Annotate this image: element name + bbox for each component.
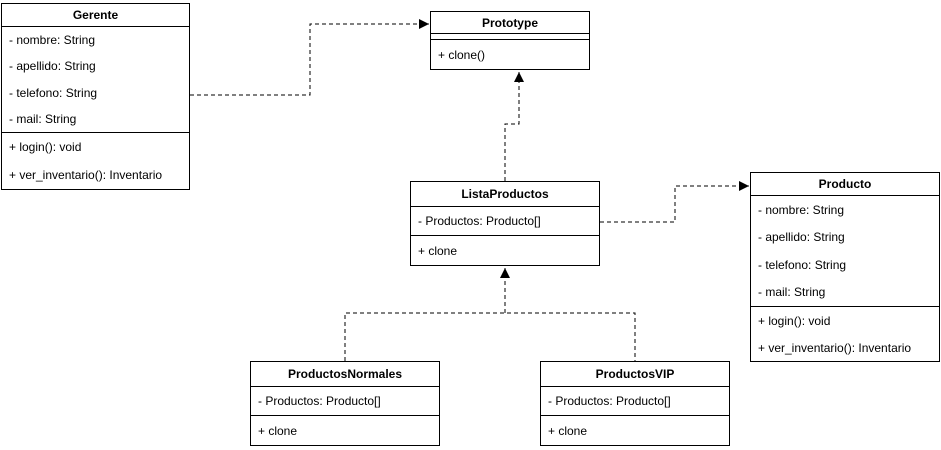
method-row: + clone <box>258 423 298 438</box>
class-producto[interactable]: Producto - nombre: String - apellido: St… <box>750 172 940 362</box>
attributes-section: - Productos: Producto[] <box>411 207 599 236</box>
dependency-gerente-to-prototype <box>190 19 429 96</box>
class-listaproductos[interactable]: ListaProductos - Productos: Producto[] +… <box>410 181 600 266</box>
attribute-row: - telefono: String <box>758 257 847 272</box>
methods-section: + clone <box>541 416 729 445</box>
attribute-row: - Productos: Producto[] <box>418 214 541 228</box>
attributes-section: - nombre: String - apellido: String - te… <box>751 196 939 307</box>
dependency-listaproductos-to-prototype <box>504 72 524 181</box>
attributes-section: - Productos: Producto[] <box>541 387 729 416</box>
class-title: Gerente <box>2 4 189 27</box>
attribute-row: - mail: String <box>758 285 826 300</box>
method-row: + ver_inventario(): Inventario <box>758 340 912 355</box>
method-row: + login(): void <box>9 140 82 154</box>
method-row: + clone <box>548 423 588 438</box>
class-title: Prototype <box>431 12 589 34</box>
attribute-row: - mail: String <box>9 111 77 126</box>
methods-section: + login(): void + ver_inventario(): Inve… <box>2 133 189 189</box>
method-row: + ver_inventario(): Inventario <box>9 168 163 182</box>
class-prototype[interactable]: Prototype + clone() <box>430 11 590 70</box>
class-title: ProductosNormales <box>251 362 439 387</box>
class-productosvip[interactable]: ProductosVIP - Productos: Producto[] + c… <box>540 361 730 446</box>
attribute-row: - apellido: String <box>758 230 845 245</box>
attribute-row: - apellido: String <box>9 59 96 74</box>
attribute-row: - Productos: Producto[] <box>548 394 671 408</box>
methods-section: + login(): void + ver_inventario(): Inve… <box>751 307 939 361</box>
class-title: ListaProductos <box>411 182 599 207</box>
attribute-row: - nombre: String <box>758 202 845 217</box>
method-row: + login(): void <box>758 313 831 328</box>
dependency-listaproductos-to-producto <box>600 181 749 223</box>
class-productosnormales[interactable]: ProductosNormales - Productos: Producto[… <box>250 361 440 446</box>
method-row: + clone() <box>438 47 486 62</box>
class-title: ProductosVIP <box>541 362 729 387</box>
methods-section: + clone() <box>431 40 589 69</box>
attributes-section: - Productos: Producto[] <box>251 387 439 416</box>
attribute-row: - nombre: String <box>9 33 96 48</box>
class-gerente[interactable]: Gerente - nombre: String - apellido: Str… <box>1 3 190 190</box>
methods-section: + clone <box>251 416 439 445</box>
attributes-section: - nombre: String - apellido: String - te… <box>2 27 189 133</box>
class-title: Producto <box>751 173 939 196</box>
attributes-section-empty <box>431 34 589 40</box>
dependency-branch-productosnormales-productosvip <box>344 312 636 361</box>
attribute-row: - telefono: String <box>9 85 98 100</box>
method-row: + clone <box>418 243 458 258</box>
attribute-row: - Productos: Producto[] <box>258 394 381 408</box>
methods-section: + clone <box>411 236 599 265</box>
